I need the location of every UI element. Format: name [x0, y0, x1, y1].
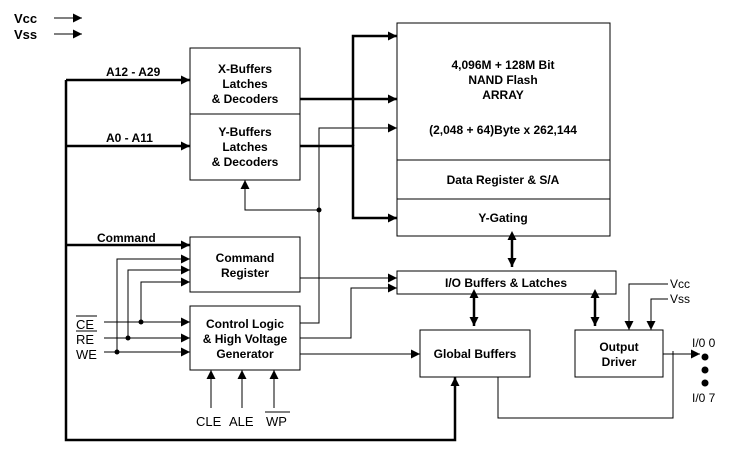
- command-register-line-1: Command: [216, 251, 275, 265]
- y-buffers-line-3: & Decoders: [212, 155, 279, 169]
- control-logic-line-3: Generator: [216, 347, 274, 361]
- ce-junction-dot: [138, 319, 144, 325]
- control-to-io-wire: [300, 283, 397, 339]
- y-gating-label: Y-Gating: [478, 211, 527, 225]
- array-organization-label: (2,048 + 64)Byte x 262,144: [429, 123, 577, 137]
- feedback-to-decoders-wire: [240, 180, 319, 211]
- flash-array-block: 4,096M + 128M Bit NAND Flash ARRAY (2,04…: [396, 22, 611, 161]
- re-junction-dot: [125, 335, 131, 341]
- upper-address-bus-label: A12 - A29: [106, 65, 161, 79]
- output-vss-wire: [646, 298, 668, 330]
- flash-array-line-3: ARRAY: [482, 88, 524, 102]
- re-pin-label: RE: [76, 332, 94, 347]
- control-logic-block: Control Logic & High Voltage Generator: [189, 305, 301, 371]
- io-buffers-label: I/O Buffers & Latches: [445, 276, 567, 290]
- ce-pin-label: CE: [76, 317, 94, 332]
- we-tap-wire: [116, 254, 190, 352]
- y-buffers-line-2: Latches: [222, 140, 268, 154]
- x-buffers-line-1: X-Buffers: [218, 62, 272, 76]
- io-pin-last-label: I/0 7: [692, 391, 716, 405]
- y-buffers-line-1: Y-Buffers: [218, 125, 272, 139]
- power-legend: Vcc Vss: [14, 11, 82, 42]
- output-driver-block: Output Driver: [574, 329, 664, 378]
- ale-pin-label: ALE: [229, 414, 254, 429]
- legend-vss-label: Vss: [14, 27, 37, 42]
- y-decoder-to-gating-bus: [300, 144, 397, 223]
- ce-tap-wire: [140, 277, 190, 322]
- lower-address-bus-label: A0 - A11: [106, 131, 153, 145]
- command-bus-label: Command: [97, 231, 156, 245]
- global-buffers-block: Global Buffers: [419, 329, 531, 378]
- output-driver-line-2: Driver: [602, 355, 637, 369]
- legend-vcc-label: Vcc: [14, 11, 37, 26]
- output-vcc-wire: [624, 283, 668, 330]
- wp-pin-label: WP: [266, 414, 287, 429]
- y-gating-block: Y-Gating: [396, 198, 611, 237]
- output-driver-line-1: Output: [599, 340, 638, 354]
- flash-array-line-1: 4,096M + 128M Bit: [451, 58, 554, 72]
- re-tap-wire: [127, 265, 190, 338]
- io-pin-first-label: I/0 0: [692, 336, 716, 350]
- io-pin-dot: [701, 366, 709, 374]
- command-register-line-2: Register: [221, 266, 269, 280]
- command-register-block: Command Register: [189, 236, 301, 293]
- flash-array-line-2: NAND Flash: [468, 73, 537, 87]
- main-address-bus: [64, 80, 460, 442]
- control-pins: CE RE WE CLE ALE WP: [76, 254, 290, 429]
- io-buffers-block: I/O Buffers & Latches: [396, 270, 617, 295]
- output-vss-label: Vss: [670, 292, 690, 306]
- y-buffers-block: Y-Buffers Latches & Decoders: [189, 113, 301, 181]
- global-buffers-label: Global Buffers: [434, 347, 517, 361]
- control-logic-line-1: Control Logic: [206, 317, 284, 331]
- y-decoder-to-array-top-bus: [351, 31, 397, 146]
- feedback-junction-dot: [316, 207, 322, 213]
- control-logic-line-2: & High Voltage: [203, 332, 288, 346]
- we-junction-dot: [114, 349, 120, 355]
- global-to-io-pins-wire: [497, 351, 674, 419]
- io-pin-dot: [701, 379, 709, 387]
- output-vcc-label: Vcc: [670, 277, 690, 291]
- cle-pin-label: CLE: [196, 414, 222, 429]
- io-pin-dot: [701, 353, 709, 361]
- io-pins: I/0 0 I/0 7: [692, 336, 716, 405]
- x-buffers-line-2: Latches: [222, 77, 268, 91]
- x-buffers-block: X-Buffers Latches & Decoders: [189, 47, 301, 115]
- x-buffers-line-3: & Decoders: [212, 92, 279, 106]
- data-register-label: Data Register & S/A: [447, 173, 560, 187]
- control-to-array-wire: [300, 123, 397, 324]
- we-pin-label: WE: [76, 347, 97, 362]
- data-register-block: Data Register & S/A: [396, 159, 611, 200]
